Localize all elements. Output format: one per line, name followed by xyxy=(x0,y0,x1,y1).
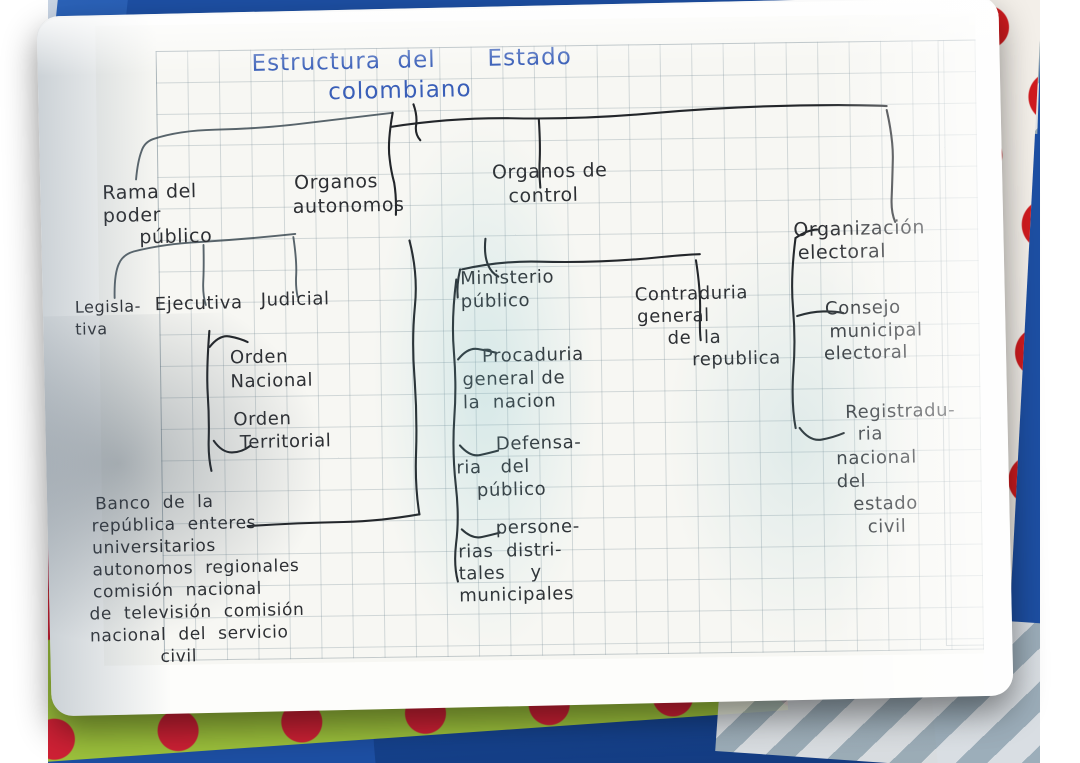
notebook: Estructura del Estado colombiano Rama de… xyxy=(36,0,1014,717)
node-judicial: Judicial xyxy=(260,288,330,311)
right-white-border xyxy=(1040,0,1080,763)
page-glare-right xyxy=(818,0,1014,700)
diagram-title-line2: colombiano xyxy=(327,76,472,106)
page-highlight-cyan-center xyxy=(369,124,601,650)
node-organos-autonomos-l1: Organos xyxy=(293,170,379,194)
page-shadow-blob xyxy=(36,310,331,648)
